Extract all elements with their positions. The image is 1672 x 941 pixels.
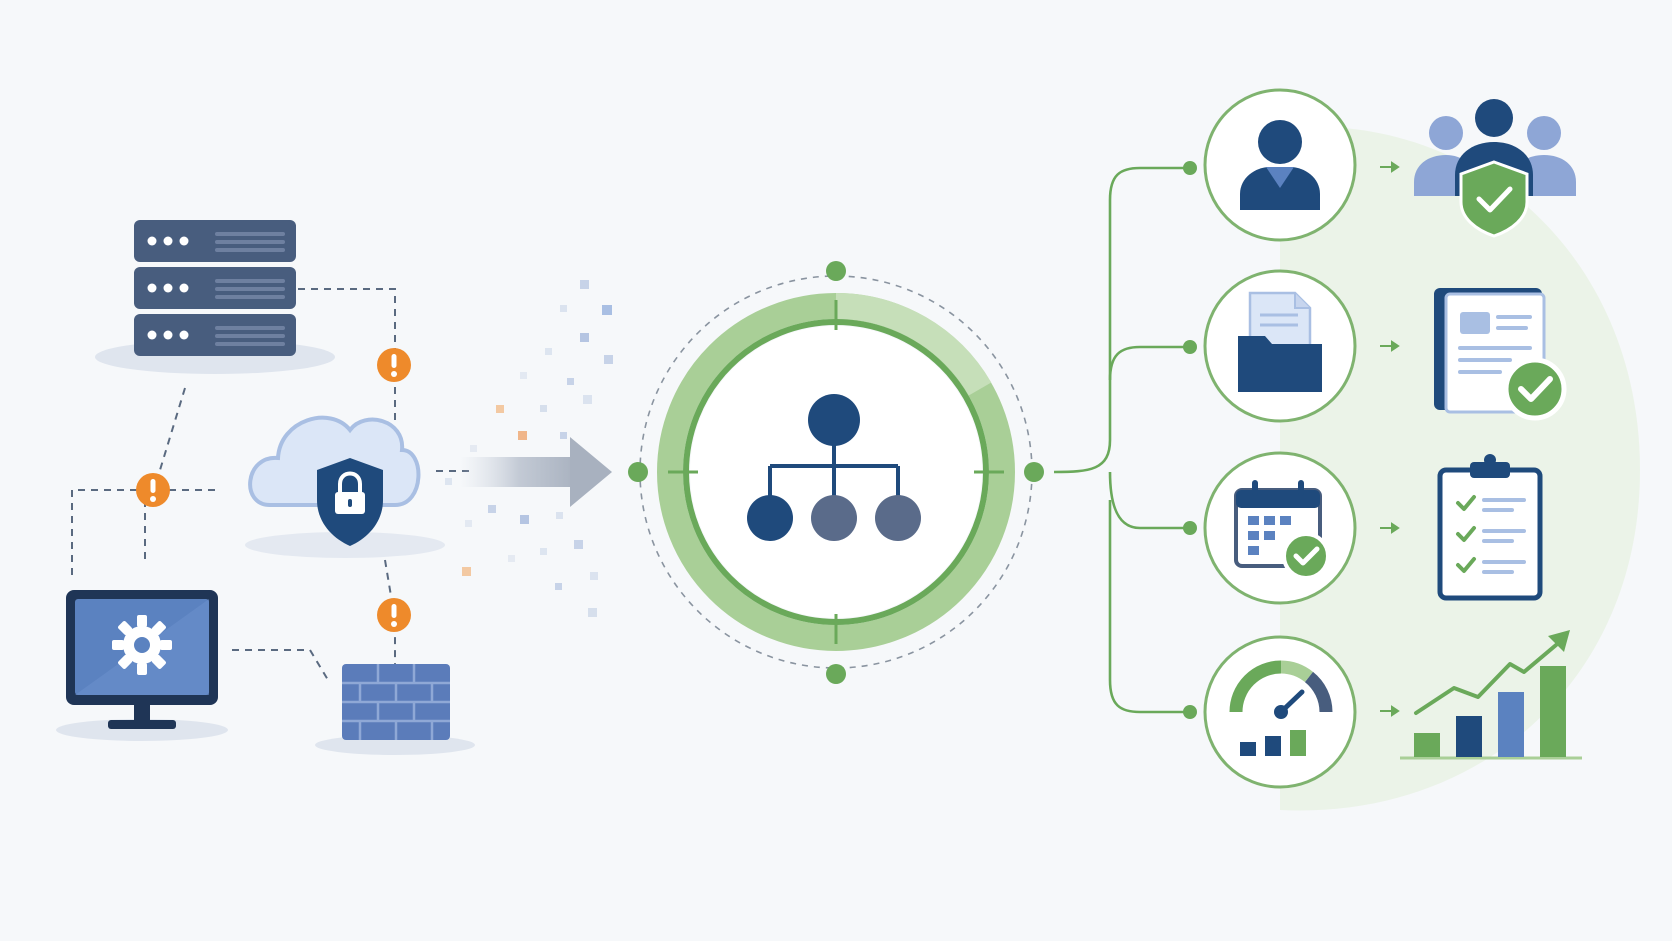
hub-node-left — [628, 462, 648, 482]
hub-node-top — [826, 261, 846, 281]
hub — [628, 261, 1044, 684]
exclamation-icon — [391, 604, 397, 618]
exclamation-icon — [150, 479, 156, 493]
hub-node-bottom — [826, 664, 846, 684]
server-rack-icon — [95, 220, 335, 374]
data-particles — [445, 280, 613, 617]
result-arrows — [1380, 161, 1400, 717]
team-shield-icon — [1414, 99, 1576, 238]
output-performance — [1203, 635, 1357, 789]
folder-document-icon — [1238, 291, 1322, 392]
cloud-lock-icon — [245, 415, 445, 558]
alert-1 — [377, 348, 411, 382]
monitor-gear-icon — [56, 590, 228, 741]
brick-wall-icon — [315, 664, 475, 755]
calendar-check-icon — [1234, 480, 1330, 580]
output-schedule — [1203, 451, 1357, 605]
alert-3 — [377, 598, 411, 632]
clipboard-checklist-icon — [1437, 454, 1543, 601]
org-hierarchy-icon — [747, 394, 921, 541]
gauge-icon — [1229, 660, 1333, 756]
flow-arrow — [460, 437, 612, 507]
alert-2 — [136, 473, 170, 507]
user-icon — [1240, 120, 1320, 210]
document-approved-icon — [1434, 288, 1567, 421]
branch-connectors — [1053, 166, 1190, 714]
output-identity — [1203, 88, 1357, 242]
exclamation-icon — [391, 354, 397, 368]
output-documents — [1203, 269, 1357, 423]
hub-node-right — [1024, 462, 1044, 482]
growth-chart-icon — [1400, 630, 1582, 760]
